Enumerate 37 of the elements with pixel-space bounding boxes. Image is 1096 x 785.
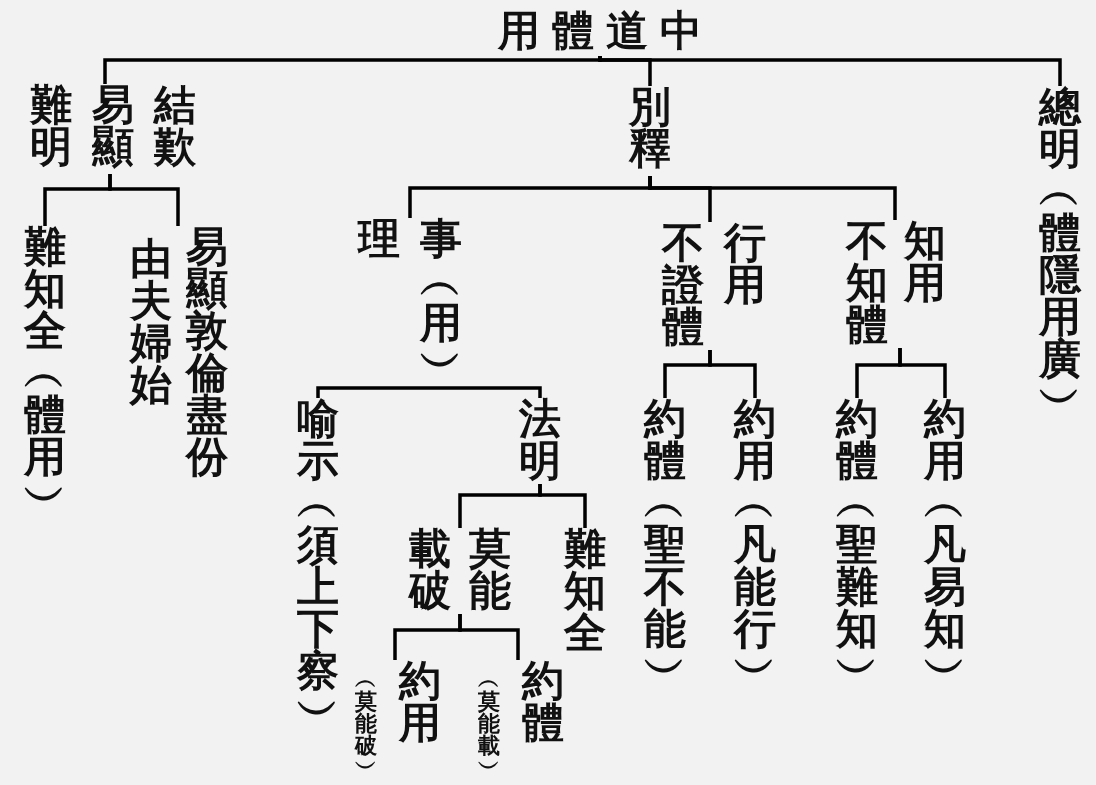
node-label: 總明︵體隱用廣︶ (1039, 86, 1081, 422)
node-label: 事︵用︶ (420, 218, 462, 386)
node-label: 理 (358, 218, 400, 260)
connector-line (458, 614, 520, 660)
connector-line (316, 386, 432, 398)
connector-line (108, 174, 180, 226)
connector-line (648, 176, 897, 220)
node-label: 別釋 (629, 86, 671, 170)
connector-line (598, 55, 1062, 86)
node-label: 約體︵聖難知︶ (836, 398, 878, 692)
node-label: 由夫婦始 (130, 238, 172, 406)
node-label: 莫能 (469, 528, 511, 612)
node-label: 載破 (409, 528, 451, 612)
node-label: 結歎 (154, 84, 196, 168)
node-label: 知用 (904, 220, 946, 304)
node-label: 約體 (522, 660, 564, 744)
connector-line (898, 348, 947, 398)
node-label: 法明 (519, 398, 561, 482)
node-label: 約用︵凡易知︶ (924, 398, 966, 692)
node-label: 約用 (399, 660, 441, 744)
node-label: 難知全 (564, 528, 606, 654)
title-text: 用體道中 (496, 6, 715, 56)
node-label: 喻示︵須上下察︶ (297, 398, 339, 734)
node-label: 不知體 (846, 220, 888, 346)
node-label: 難知全︵體用︶ (24, 226, 66, 520)
annotation-text: ︵莫能載︶ (478, 668, 500, 778)
node-label: 行用 (724, 222, 766, 306)
connector-line (708, 350, 757, 398)
node-label: 易顯敦倫盡份 (186, 226, 228, 478)
annotation-text: ︵莫能破︶ (355, 668, 377, 778)
node-label: 約用︵凡能行︶ (734, 398, 776, 692)
connector-line (428, 386, 542, 398)
node-label: 易顯 (92, 84, 134, 168)
node-label: 不證體 (662, 222, 704, 348)
node-label: 約體︵聖不能︶ (644, 398, 686, 692)
node-label: 難明 (30, 84, 72, 168)
connector-line (538, 484, 587, 528)
